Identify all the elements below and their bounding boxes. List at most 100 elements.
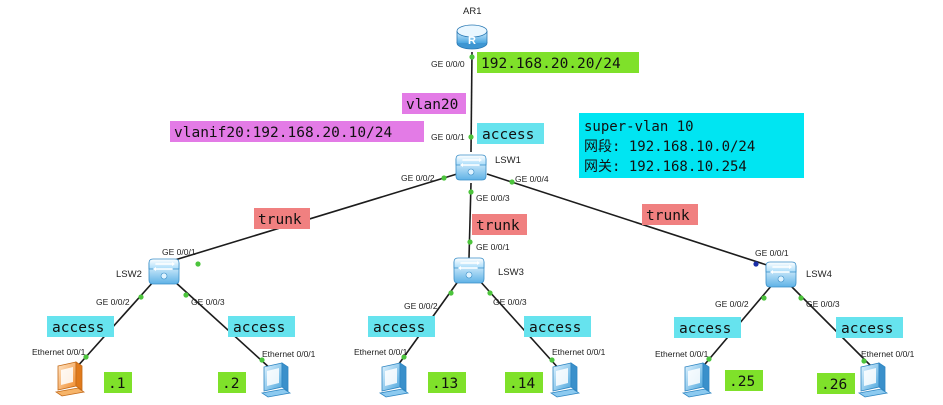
- svg-text:access: access: [482, 127, 534, 143]
- port-dot: [468, 189, 474, 195]
- switch-icon: [765, 261, 797, 288]
- port-label: Ethernet 0/0/1: [655, 349, 709, 359]
- svg-text:trunk: trunk: [476, 218, 520, 234]
- port-dot: [83, 354, 89, 360]
- device-label-lsw1: LSW1: [495, 155, 521, 166]
- switch-lsw1[interactable]: [455, 154, 487, 181]
- svg-text:.1: .1: [108, 376, 125, 392]
- pc-2[interactable]: [261, 362, 291, 398]
- pc-icon: [261, 362, 291, 398]
- port-dot: [487, 290, 493, 296]
- tags: 192.168.20.20/24 vlan20 vlanif20:192.168…: [47, 52, 903, 394]
- port-label: GE 0/0/3: [806, 299, 840, 309]
- link-lsw2-pc2: [173, 280, 273, 371]
- tag-trunk-left: trunk: [254, 208, 310, 229]
- tag-pc4-ip: .14: [505, 372, 543, 393]
- tag-pc3-ip: .13: [428, 372, 466, 393]
- device-label-ar1: AR1: [463, 6, 481, 17]
- port-label: Ethernet 0/0/1: [354, 347, 408, 357]
- port-label: GE 0/0/2: [96, 297, 130, 307]
- svg-text:access: access: [233, 320, 285, 336]
- svg-text:access: access: [52, 320, 104, 336]
- port-dot-blue: [753, 261, 759, 267]
- pc-1[interactable]: [55, 361, 85, 397]
- port-label: Ethernet 0/0/1: [552, 347, 606, 357]
- svg-text:.14: .14: [509, 376, 535, 392]
- port-dot: [468, 134, 474, 140]
- pc-icon: [682, 362, 712, 398]
- svg-text:192.168.20.20/24: 192.168.20.20/24: [481, 56, 621, 72]
- tag-access-6: access: [836, 317, 903, 338]
- pc-4[interactable]: [550, 362, 580, 398]
- svg-text:access: access: [841, 321, 893, 337]
- switch-lsw2[interactable]: [148, 258, 180, 285]
- link-lsw1-lsw4: [486, 173, 777, 269]
- note-line-2: 网段: 192.168.10.0/24: [584, 139, 755, 155]
- link-lsw4-pc6: [789, 284, 876, 371]
- switch-lsw4[interactable]: [765, 261, 797, 288]
- svg-text:.2: .2: [222, 376, 239, 392]
- tag-pc2-ip: .2: [218, 372, 246, 393]
- port-dot: [469, 54, 475, 60]
- port-label: GE 0/0/2: [715, 299, 749, 309]
- svg-text:access: access: [373, 320, 425, 336]
- port-dot: [706, 356, 712, 362]
- port-dot: [509, 179, 515, 185]
- links: [75, 51, 876, 371]
- tag-vlanif20: vlanif20:192.168.20.10/24: [170, 121, 424, 142]
- port-dot: [195, 261, 201, 267]
- device-label-lsw4: LSW4: [806, 269, 832, 280]
- port-label: GE 0/0/1: [755, 248, 789, 258]
- svg-text:vlan20: vlan20: [406, 97, 458, 113]
- router-ar1[interactable]: [456, 24, 488, 50]
- tag-trunk-right: trunk: [642, 204, 698, 225]
- router-icon: [456, 24, 488, 50]
- tag-vlan20: vlan20: [402, 93, 466, 114]
- switch-icon: [453, 257, 485, 284]
- tag-pc1-ip: .1: [104, 372, 132, 393]
- svg-text:.26: .26: [821, 377, 847, 393]
- port-label: GE 0/0/2: [404, 301, 438, 311]
- port-dot: [441, 175, 447, 181]
- note-line-3: 网关: 192.168.10.254: [584, 159, 747, 175]
- switch-lsw3[interactable]: [453, 257, 485, 284]
- note-line-1: super-vlan 10: [584, 119, 694, 135]
- svg-text:trunk: trunk: [258, 212, 302, 228]
- tag-pc5-ip: .25: [725, 370, 763, 391]
- port-labels: GE 0/0/0 GE 0/0/1 GE 0/0/2 GE 0/0/3 GE 0…: [32, 59, 915, 359]
- svg-text:trunk: trunk: [646, 208, 690, 224]
- link-lsw1-lsw3: [468, 182, 472, 259]
- svg-text:.25: .25: [729, 374, 755, 390]
- port-label: GE 0/0/1: [431, 132, 465, 142]
- svg-text:access: access: [679, 321, 731, 337]
- tag-trunk-mid: trunk: [472, 214, 527, 235]
- port-dot: [798, 295, 804, 301]
- port-dot: [467, 239, 473, 245]
- super-vlan-note: super-vlan 10 网段: 192.168.10.0/24 网关: 19…: [579, 113, 804, 178]
- switch-icon: [455, 154, 487, 181]
- port-dot: [401, 354, 407, 360]
- svg-text:access: access: [529, 320, 581, 336]
- port-label: GE 0/0/2: [401, 173, 435, 183]
- port-label: GE 0/0/3: [476, 193, 510, 203]
- svg-text:vlanif20:192.168.20.10/24: vlanif20:192.168.20.10/24: [174, 125, 393, 141]
- tag-access-2: access: [228, 316, 295, 337]
- pc-3[interactable]: [379, 362, 409, 398]
- tag-pc6-ip: .26: [817, 373, 855, 394]
- pc-5[interactable]: [682, 362, 712, 398]
- pc-6[interactable]: [858, 362, 888, 398]
- port-dot: [549, 357, 555, 363]
- port-dot: [861, 358, 867, 364]
- pc-icon: [550, 362, 580, 398]
- port-dot: [448, 290, 454, 296]
- port-label: GE 0/0/1: [162, 247, 196, 257]
- port-dot: [138, 294, 144, 300]
- port-dot: [183, 292, 189, 298]
- port-dot: [259, 357, 265, 363]
- device-label-lsw3: LSW3: [498, 267, 524, 278]
- port-label: GE 0/0/3: [191, 297, 225, 307]
- pc-icon: [858, 362, 888, 398]
- pc-icon: [379, 362, 409, 398]
